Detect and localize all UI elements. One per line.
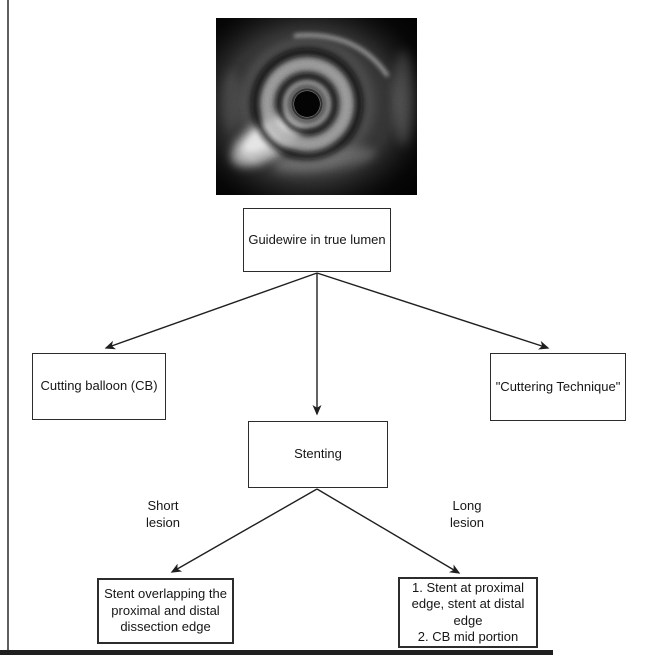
node-cutting-balloon: Cutting balloon (CB) bbox=[32, 353, 166, 420]
scan-artifact-left-line bbox=[7, 0, 9, 655]
scan-artifact-bottom-bar bbox=[0, 650, 553, 655]
node-stent-proximal-distal: 1. Stent at proximal edge, stent at dist… bbox=[398, 577, 538, 648]
edge-label-long-lesion: Long lesion bbox=[450, 498, 484, 531]
node-cuttering-technique: "Cuttering Technique" bbox=[490, 353, 626, 421]
edge-label-short-lesion: Short lesion bbox=[146, 498, 180, 531]
ivus-ultrasound-image bbox=[216, 18, 417, 195]
node-stenting: Stenting bbox=[248, 421, 388, 488]
ivus-ultrasound-graphic bbox=[216, 18, 417, 195]
arrow-root-to-cuttering-technique bbox=[316, 272, 550, 350]
arrow-root-to-cutting-balloon bbox=[104, 272, 318, 350]
node-guidewire-in-true-lumen: Guidewire in true lumen bbox=[243, 208, 391, 272]
node-stent-overlapping: Stent overlapping the proximal and dista… bbox=[97, 578, 234, 644]
